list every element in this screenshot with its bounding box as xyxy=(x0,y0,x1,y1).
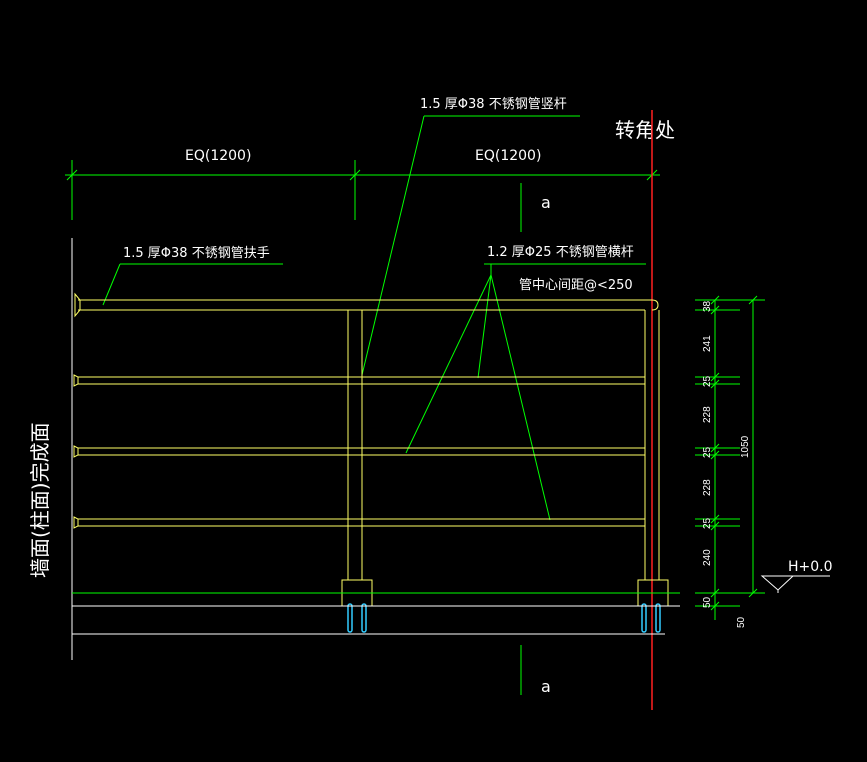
vertical-dim-ticks xyxy=(710,295,758,611)
vdim-241: 241 xyxy=(702,335,713,352)
elevation-marker-icon xyxy=(760,575,830,593)
horizontal-rail-1 xyxy=(73,374,645,387)
rail-spacing-label: 管中心间距@<250 xyxy=(519,278,633,293)
vdim-228b: 228 xyxy=(702,479,713,496)
handrail-callout-label: 1.5 厚Φ38 不锈钢管扶手 xyxy=(123,246,270,261)
post-callout-label: 1.5 厚Φ38 不锈钢管竖杆 xyxy=(420,97,567,112)
rail-callout-leader xyxy=(405,263,646,521)
vdim-25b: 25 xyxy=(702,446,713,458)
anchor-clips-corner xyxy=(641,603,661,633)
horizontal-rail-2 xyxy=(73,445,645,458)
total-height-label: 1050 xyxy=(740,435,751,458)
vertical-post-corner xyxy=(637,310,669,607)
vdim-25c: 25 xyxy=(702,517,713,529)
top-dimension xyxy=(65,160,660,220)
floor-lines xyxy=(72,592,680,635)
handrail-callout-leader xyxy=(102,263,283,306)
vdim-228a: 228 xyxy=(702,406,713,423)
handrail-pipe xyxy=(74,292,659,318)
top-dim-right-label: EQ(1200) xyxy=(475,148,541,164)
wall-face-label: 墙面(柱面)完成面 xyxy=(28,422,52,578)
vdim-38: 38 xyxy=(702,300,713,312)
anchor-clips-middle xyxy=(347,603,367,633)
rail-callout-label: 1.2 厚Φ25 不锈钢管横杆 xyxy=(487,245,634,260)
vdim-25a: 25 xyxy=(702,375,713,387)
top-dim-left-label: EQ(1200) xyxy=(185,148,251,164)
base-offset-label: 50 xyxy=(736,616,747,628)
section-top-label: a xyxy=(541,193,551,212)
vdim-50: 50 xyxy=(702,596,713,608)
horizontal-rail-3 xyxy=(73,516,645,529)
elevation-label: H+0.0 xyxy=(788,559,833,575)
section-bottom-label: a xyxy=(541,677,551,696)
post-callout-leader xyxy=(361,115,580,376)
corner-label: 转角处 xyxy=(615,118,675,142)
vdim-240: 240 xyxy=(702,549,713,566)
vertical-post-middle xyxy=(341,310,373,607)
